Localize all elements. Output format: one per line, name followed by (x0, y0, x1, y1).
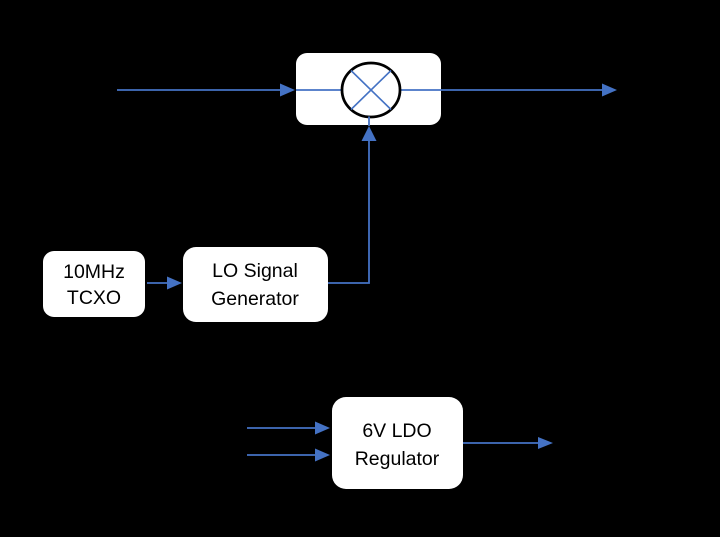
tcxo-label-line2: TCXO (67, 287, 121, 309)
lo-generator-node (183, 247, 328, 322)
lo-to-mixer-line (328, 140, 370, 284)
ldo-regulator-label-line2: Regulator (355, 448, 440, 470)
lo-to-mixer-arrowhead (361, 126, 377, 141)
rf-input-arrowhead (280, 83, 295, 97)
ldo-regulator-node (332, 397, 463, 489)
ldo-regulator-label-line1: 6V LDO (362, 420, 431, 442)
tcxo-label-line1: 10MHz (63, 261, 125, 283)
rf-output-arrowhead (602, 83, 617, 97)
lo-generator-label-line1: LO Signal (212, 260, 298, 282)
tcxo-to-lo-arrowhead (167, 276, 182, 290)
ldo-input-arrowhead-1 (315, 421, 330, 435)
ldo-input-arrowhead-2 (315, 448, 330, 462)
mixer-cross-line-2 (350, 69, 392, 111)
lo-generator-label-line2: Generator (211, 288, 299, 310)
tcxo-node (43, 251, 145, 317)
ldo-output-arrowhead (538, 437, 553, 449)
